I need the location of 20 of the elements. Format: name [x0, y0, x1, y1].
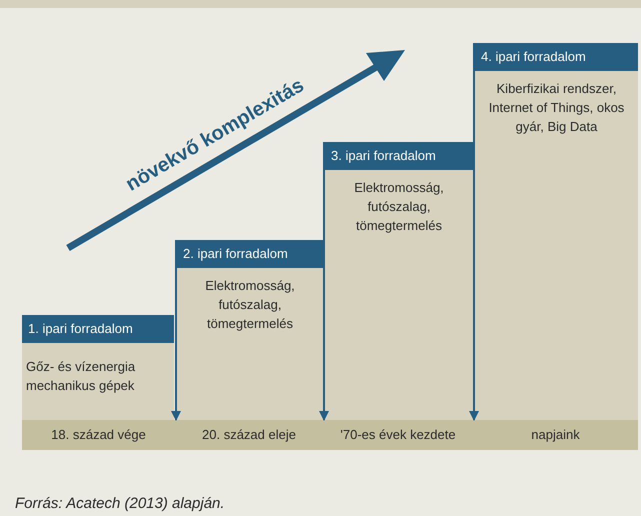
column-panel: [325, 142, 473, 420]
body-text: Kiberfizikai rendszer, Internet of Things, okos gyár, Big Data: [488, 80, 626, 136]
header-bar: 3. ipari forradalom: [325, 142, 473, 170]
header-bar: 2. ipari forradalom: [177, 240, 323, 268]
caption: Forrás: Acatech (2013) alapján.: [15, 494, 225, 514]
body-text: Elektromosság, futószalag, tömegtermelés: [204, 277, 296, 333]
body-text: Elektromosság, futószalag, tömegtermelés: [353, 179, 445, 235]
arrow: [469, 43, 479, 421]
timeline-cell: 18. század vége: [22, 420, 175, 450]
header-bar: 1. ipari forradalom: [22, 315, 174, 343]
column-panel: [177, 240, 323, 420]
timeline-cell: 20. század eleje: [175, 420, 323, 450]
body-text: Gőz- és vízenergia mechanikus gépek: [25, 358, 136, 395]
timeline-cell: napjaink: [473, 420, 638, 450]
header-bar: 4. ipari forradalom: [475, 43, 638, 71]
column-panel: [22, 315, 174, 420]
column-panel: [475, 43, 638, 420]
timeline-cell: '70-es évek kezdete: [323, 420, 473, 450]
arrow: [319, 142, 329, 421]
arrow: [171, 240, 181, 421]
